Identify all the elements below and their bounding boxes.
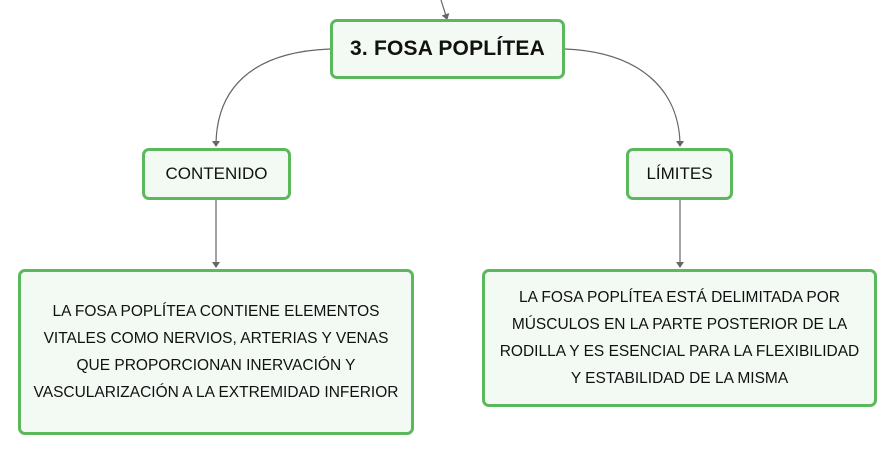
detail-node-contenido[interactable]: LA FOSA POPLÍTEA CONTIENE ELEMENTOS VITA… — [18, 269, 414, 435]
branch-node-contenido-label: CONTENIDO — [165, 164, 268, 183]
detail-node-limites-text: LA FOSA POPLÍTEA ESTÁ DELIMITADA POR MÚS… — [499, 289, 860, 387]
root-node[interactable]: 3. FOSA POPLÍTEA — [330, 19, 565, 79]
detail-node-contenido-text: LA FOSA POPLÍTEA CONTIENE ELEMENTOS VITA… — [33, 303, 399, 401]
branch-node-limites[interactable]: LÍMITES — [626, 148, 733, 200]
branch-node-limites-label: LÍMITES — [646, 164, 713, 183]
root-node-label: 3. FOSA POPLÍTEA — [350, 37, 545, 60]
connector-root-to-contenido — [212, 48, 331, 147]
connector-parent-to-root — [440, 0, 450, 20]
connector-root-to-limites — [564, 48, 684, 147]
detail-node-limites[interactable]: LA FOSA POPLÍTEA ESTÁ DELIMITADA POR MÚS… — [482, 269, 877, 407]
branch-node-contenido[interactable]: CONTENIDO — [142, 148, 291, 200]
